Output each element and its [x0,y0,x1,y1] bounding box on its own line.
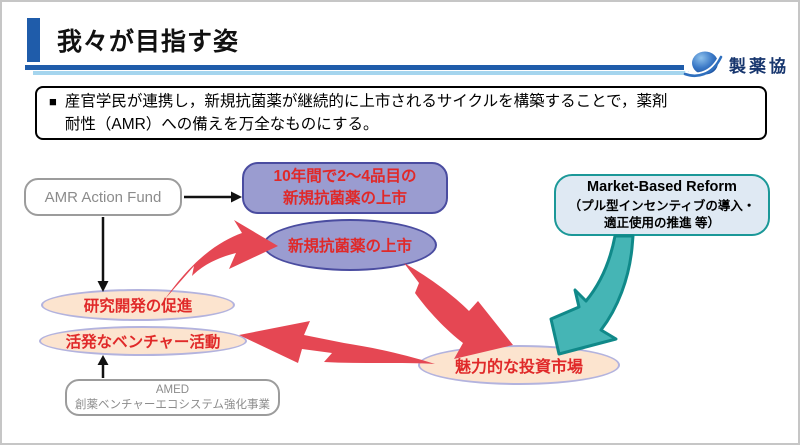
amr-action-fund-box: AMR Action Fund [24,178,182,216]
new-antibiotic-launch-ellipse: 新規抗菌薬の上市 [263,219,437,271]
research-promotion-ellipse: 研究開発の促進 [41,289,235,321]
investment-market-ellipse: 魅力的な投資市場 [418,345,620,385]
summary-box: ■ 産官学民が連携し，新規抗菌薬が継続的に上市されるサイクルを構築することで，薬… [35,86,767,140]
teal-arrow-reform-to-investment [549,234,635,356]
globe-swoosh-icon [683,51,723,78]
red-arrow-investment-to-venture [239,321,435,364]
arrow-amed-to-venture [97,355,109,378]
arrow-amr-to-target [184,191,242,203]
market-based-reform-box: Market-Based Reform （プル型インセンティブの導入・ 適正使用… [554,174,770,236]
venture-activity-ellipse: 活発なベンチャー活動 [39,326,247,356]
page-title: 我々が目指す姿 [57,28,240,56]
logo-text: 製薬協 [729,56,789,76]
summary-text: 産官学民が連携し，新規抗菌薬が継続的に上市されるサイクルを構築することで，薬剤 … [64,92,668,133]
title-accent-bar [27,18,40,62]
jpma-logo: 製薬協 [683,48,789,80]
amed-program-box: AMED 創薬ベンチャーエコシステム強化事業 [65,379,280,416]
launch-target-box: 10年間で2〜4品目の 新規抗菌薬の上市 [242,162,448,214]
red-arrow-research-to-launch [165,220,278,299]
arrow-amr-to-research [97,217,109,292]
header-rule-light [33,71,689,75]
header-rule-dark [25,65,684,70]
bullet-square-icon: ■ [49,93,57,109]
